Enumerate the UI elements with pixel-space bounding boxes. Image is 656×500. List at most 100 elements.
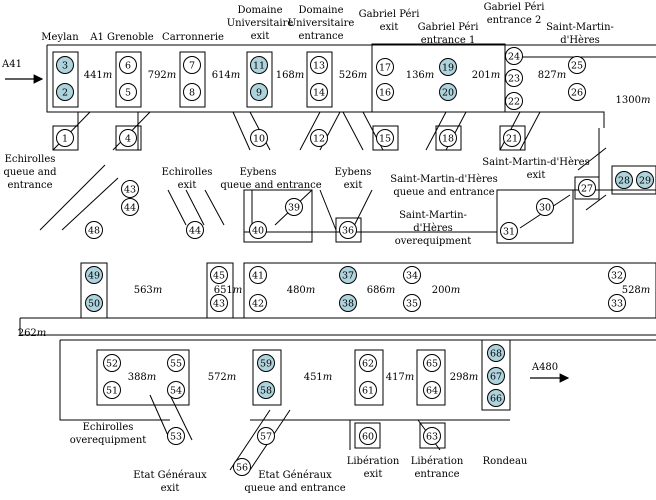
sensor-node-number: 40 — [252, 225, 264, 236]
distance-unit: m — [641, 95, 650, 106]
sensor-node-2: 2 — [56, 83, 74, 101]
sensor-node-number: 2 — [62, 87, 68, 98]
ramp-43b — [61, 177, 119, 231]
sensor-node-number: 36 — [342, 225, 354, 236]
sensor-node-4: 4 — [119, 129, 137, 147]
sensor-node-circle — [250, 56, 268, 74]
sensor-node-13: 13 — [310, 56, 328, 74]
sensor-node-number: 32 — [611, 270, 623, 281]
label-smh-queue-1: Saint-Martin-d'Hères — [390, 174, 498, 185]
ramp-27 — [577, 147, 607, 171]
label-liberation-exit-1: Libération — [347, 456, 400, 467]
sensor-node-53: 53 — [167, 427, 185, 445]
sensor-node-circle — [339, 294, 357, 312]
sensor-node-number: 19 — [442, 62, 454, 73]
arrows — [5, 74, 570, 383]
ramp-21b — [519, 111, 541, 151]
box-45-43 — [206, 262, 234, 319]
sensor-node-circle — [310, 56, 328, 74]
sensor-node-30: 30 — [536, 198, 554, 216]
label-smh-overeq-3: overequipment — [395, 236, 472, 247]
sensor-node-circle — [249, 221, 267, 239]
sensor-node-number: 53 — [170, 431, 182, 442]
sensor-node-55: 55 — [167, 354, 185, 372]
label-liberation-entr-1: Libération — [411, 456, 464, 467]
ramp-12a — [299, 111, 321, 151]
sensor-node-circle — [568, 56, 586, 74]
box-51-55 — [96, 349, 190, 406]
distance-value: 417 — [386, 372, 405, 383]
sensor-node-circle — [423, 427, 441, 445]
sensor-node-number: 7 — [189, 60, 195, 71]
distance-d298: 298m — [450, 372, 479, 383]
label-smh-overeq-2: d'Hères — [413, 223, 453, 234]
sensor-node-number: 43 — [213, 298, 225, 309]
sensor-node-8: 8 — [183, 83, 201, 101]
sensor-node-67: 67 — [487, 367, 505, 385]
sensor-node-number: 5 — [125, 87, 131, 98]
sensor-node-circle — [85, 266, 103, 284]
distance-value: 614 — [212, 70, 231, 81]
label-echirolles-overeq-1: Echirolles — [83, 422, 134, 433]
sensor-node-number: 57 — [260, 431, 272, 442]
box-18 — [435, 125, 462, 151]
sensor-node-circle — [359, 381, 377, 399]
sensor-node-number: 39 — [288, 202, 300, 213]
sensor-node-11: 11 — [250, 56, 268, 74]
sensor-node-circle — [403, 294, 421, 312]
distance-unit: m — [405, 372, 414, 383]
sensor-node-circle — [85, 221, 103, 239]
distance-unit: m — [147, 372, 156, 383]
sensor-node-60: 60 — [359, 427, 377, 445]
sensor-node-62: 62 — [359, 354, 377, 372]
sensor-node-16: 16 — [376, 83, 394, 101]
sensor-node-number: 23 — [508, 73, 520, 84]
sensor-node-circle — [56, 129, 74, 147]
sensor-node-number: 60 — [362, 431, 374, 442]
sensor-node-number: 16 — [379, 87, 391, 98]
box-a1 — [115, 51, 142, 108]
sensor-node-number: 45 — [213, 270, 225, 281]
sensor-node-45: 45 — [210, 266, 228, 284]
sensor-node-43b: 43 — [210, 294, 228, 312]
box-63 — [419, 422, 446, 449]
sensor-node-18: 18 — [439, 129, 457, 147]
sensor-node-circle — [56, 83, 74, 101]
sensor-node-number: 66 — [490, 393, 502, 404]
distance-unit: m — [306, 285, 315, 296]
box-1 — [52, 125, 79, 151]
sensor-node-38: 38 — [339, 294, 357, 312]
box-eybens-queue — [243, 189, 313, 243]
label-gabriel-peri-exit-1: Gabriel Péri — [359, 9, 420, 20]
sensor-node-number: 33 — [611, 298, 623, 309]
sensor-node-9: 9 — [250, 83, 268, 101]
label-etat-gen-exit-1: Etat Généraux — [133, 470, 207, 481]
sensor-node-circle — [423, 354, 441, 372]
distance-d480: 480m — [287, 285, 316, 296]
sensor-node-44: 44 — [121, 198, 139, 216]
sensor-node-circle — [56, 56, 74, 74]
sensor-node-circle — [250, 83, 268, 101]
sensor-node-24: 24 — [505, 47, 523, 65]
distance-d827: 827m — [538, 70, 567, 81]
sensor-node-1: 1 — [56, 129, 74, 147]
sensor-node-circle — [359, 427, 377, 445]
sensor-node-circle — [167, 354, 185, 372]
sensor-node-circle — [487, 344, 505, 362]
label-smh-exit-2: exit — [527, 170, 546, 181]
sensor-node-number: 27 — [581, 183, 593, 194]
sensor-node-circle — [119, 129, 137, 147]
road-top-outer — [46, 45, 605, 128]
sensor-node-number: 22 — [508, 96, 520, 107]
sensor-node-6: 6 — [119, 56, 137, 74]
ramp-27b — [585, 194, 607, 211]
label-echirolles-queue-3: entrance — [7, 180, 52, 191]
box-61-62 — [354, 349, 384, 406]
sensor-node-68: 68 — [487, 344, 505, 362]
sensor-node-34: 34 — [403, 266, 421, 284]
sensor-node-56: 56 — [233, 458, 251, 476]
distance-unit: m — [323, 372, 332, 383]
sensor-node-circle — [119, 83, 137, 101]
sensor-node-circle — [257, 427, 275, 445]
